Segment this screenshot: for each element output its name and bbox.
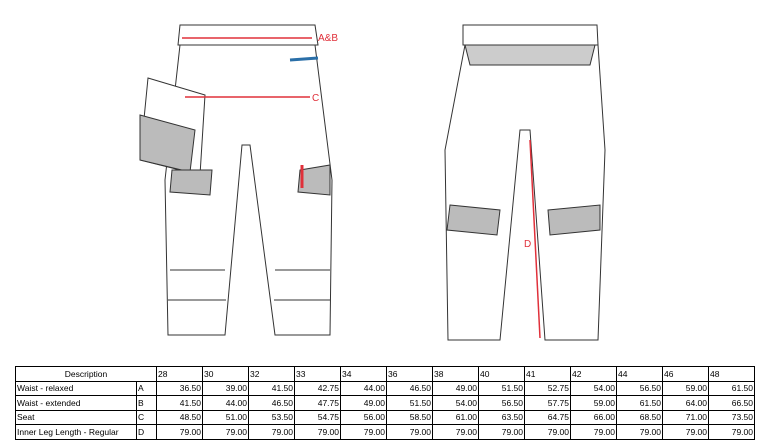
cell-value: 47.75 — [294, 395, 341, 411]
cell-value: 54.00 — [432, 395, 479, 411]
size-header: 46 — [662, 366, 709, 382]
label-d: D — [524, 239, 531, 250]
cell-value: 51.50 — [478, 380, 525, 396]
cell-value: 57.75 — [524, 395, 571, 411]
size-header: 32 — [248, 366, 295, 382]
cell-value: 54.00 — [570, 380, 617, 396]
cell-value: 79.00 — [156, 424, 203, 440]
cell-value: 79.00 — [432, 424, 479, 440]
size-header: 28 — [156, 366, 203, 382]
cell-value: 41.50 — [248, 380, 295, 396]
cell-value: 79.00 — [248, 424, 295, 440]
cell-value: 48.50 — [156, 409, 203, 425]
cell-value: 44.00 — [202, 395, 249, 411]
label-ab: A&B — [318, 33, 338, 44]
cell-value: 79.00 — [294, 424, 341, 440]
size-header: 44 — [616, 366, 663, 382]
cell-value: 79.00 — [570, 424, 617, 440]
cell-value: 54.75 — [294, 409, 341, 425]
label-c: C — [312, 93, 319, 104]
cell-value: 64.00 — [662, 395, 709, 411]
cell-value: 56.00 — [340, 409, 387, 425]
cell-value: 49.00 — [432, 380, 479, 396]
size-header: 42 — [570, 366, 617, 382]
row-code: B — [136, 395, 157, 411]
cell-value: 46.50 — [386, 380, 433, 396]
cell-value: 79.00 — [708, 424, 755, 440]
measurement-lines — [182, 37, 541, 339]
cell-value: 61.00 — [432, 409, 479, 425]
size-header: 40 — [478, 366, 525, 382]
front-view — [139, 24, 333, 336]
cell-value: 51.50 — [386, 395, 433, 411]
cell-value: 39.00 — [202, 380, 249, 396]
cell-value: 61.50 — [616, 395, 663, 411]
cell-value: 71.00 — [662, 409, 709, 425]
row-code: D — [136, 424, 157, 440]
cell-value: 58.50 — [386, 409, 433, 425]
row-label: Waist - relaxed — [15, 380, 137, 396]
cell-value: 79.00 — [386, 424, 433, 440]
row-label: Inner Leg Length - Regular — [15, 424, 137, 440]
cell-value: 79.00 — [202, 424, 249, 440]
cell-value: 52.75 — [524, 380, 571, 396]
size-header: 38 — [432, 366, 479, 382]
size-header: 48 — [708, 366, 755, 382]
cell-value: 73.50 — [708, 409, 755, 425]
cell-value: 79.00 — [616, 424, 663, 440]
pants-diagram: A&B C D — [139, 24, 606, 341]
cell-value: 36.50 — [156, 380, 203, 396]
cell-value: 44.00 — [340, 380, 387, 396]
row-label: Seat — [15, 409, 137, 425]
cell-value: 79.00 — [524, 424, 571, 440]
size-header: 41 — [524, 366, 571, 382]
cell-value: 68.50 — [616, 409, 663, 425]
cell-value: 59.00 — [570, 395, 617, 411]
cell-value: 41.50 — [156, 395, 203, 411]
size-header: 30 — [202, 366, 249, 382]
cell-value: 61.50 — [708, 380, 755, 396]
size-header: 34 — [340, 366, 387, 382]
cell-value: 53.50 — [248, 409, 295, 425]
cell-value: 59.00 — [662, 380, 709, 396]
cell-value: 56.50 — [478, 395, 525, 411]
row-code: C — [136, 409, 157, 425]
cell-value: 46.50 — [248, 395, 295, 411]
row-label: Waist - extended — [15, 395, 137, 411]
cell-value: 49.00 — [340, 395, 387, 411]
cell-value: 51.00 — [202, 409, 249, 425]
size-header: 33 — [294, 366, 341, 382]
header-description: Description — [15, 366, 157, 382]
cell-value: 64.75 — [524, 409, 571, 425]
cell-value: 42.75 — [294, 380, 341, 396]
cell-value: 79.00 — [478, 424, 525, 440]
cell-value: 79.00 — [662, 424, 709, 440]
back-view — [444, 24, 606, 341]
cell-value: 66.50 — [708, 395, 755, 411]
cell-value: 79.00 — [340, 424, 387, 440]
cell-value: 56.50 — [616, 380, 663, 396]
cell-value: 63.50 — [478, 409, 525, 425]
size-header: 36 — [386, 366, 433, 382]
row-code: A — [136, 380, 157, 396]
cell-value: 66.00 — [570, 409, 617, 425]
